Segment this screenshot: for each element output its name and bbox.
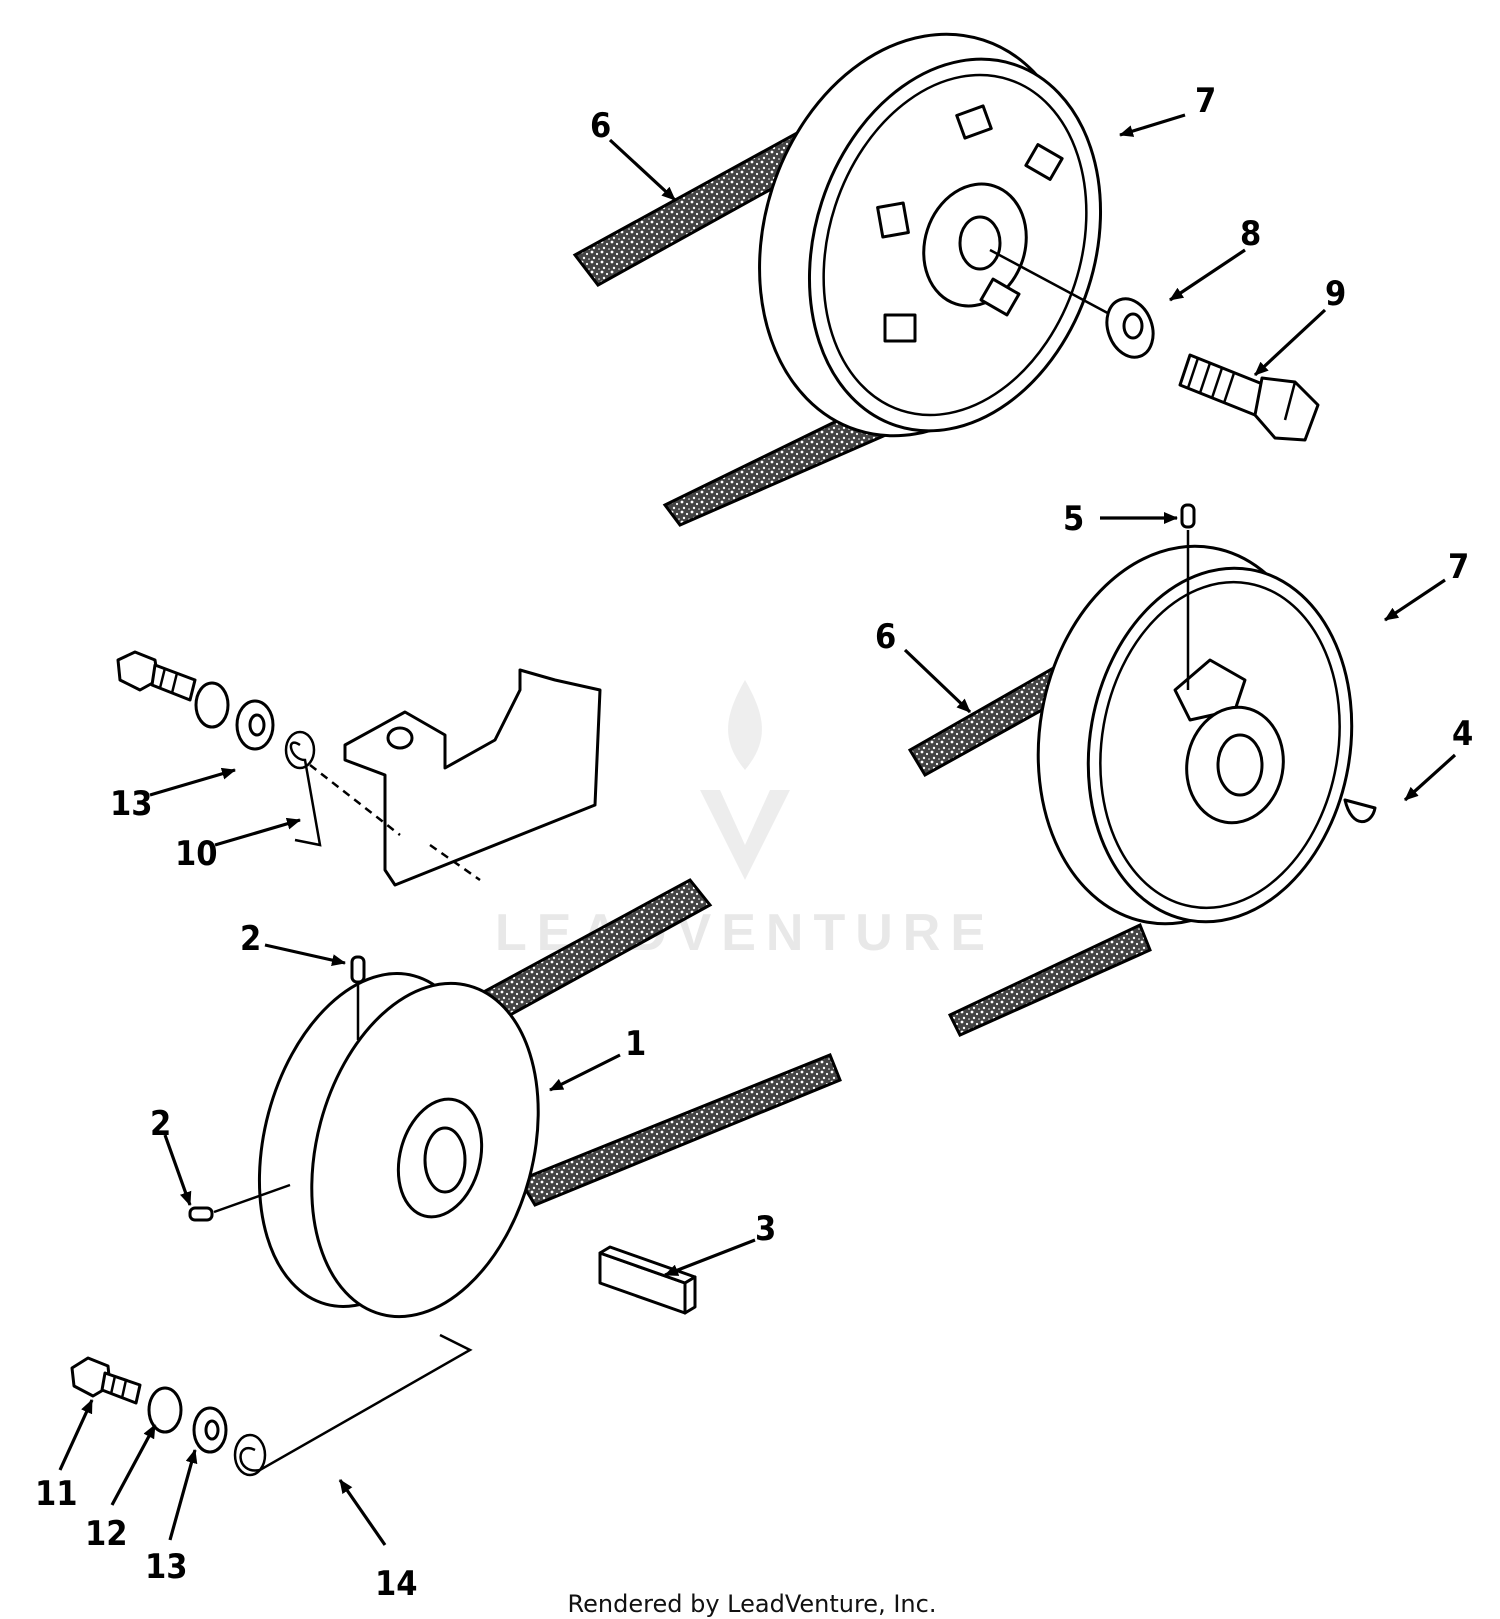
callout-arrow-10 (214, 817, 301, 847)
top-pulley-assembly (572, 32, 1320, 527)
callout-13-rod: 13 (145, 1547, 188, 1587)
callout-arrow-6-top (608, 138, 677, 202)
flame-v-logo-icon (700, 680, 790, 880)
right-pulley-boss (1173, 658, 1247, 722)
bottom-set-screw-top (350, 955, 366, 1040)
callout-1: 1 (625, 1024, 646, 1064)
callout-arrow-11 (58, 1399, 94, 1471)
callout-arrow-8 (1169, 248, 1246, 302)
rod-assembly (70, 1333, 473, 1477)
idler-bracket (343, 668, 602, 887)
callout-arrow-12 (110, 1424, 157, 1506)
bottom-set-screw-side (188, 1183, 291, 1222)
callout-13-bracket: 13 (110, 784, 153, 824)
top-pulley-vent (1024, 143, 1064, 181)
top-pulley-vent (979, 277, 1021, 317)
rod-bolt (70, 1356, 142, 1405)
callout-arrow-7-right (1384, 578, 1446, 622)
callout-5: 5 (1063, 499, 1084, 539)
top-washer (1105, 297, 1155, 359)
right-set-screw (1180, 503, 1196, 690)
callout-arrow-2-side (163, 1134, 192, 1206)
bracket-axis-line (309, 764, 401, 836)
callout-2-side: 2 (150, 1104, 171, 1144)
bottom-belt-lower (517, 1053, 842, 1207)
callout-arrow-14 (338, 1479, 387, 1546)
bracket-bolt (116, 650, 197, 702)
callout-arrow-13-bracket (149, 767, 236, 797)
callout-arrow-9 (1253, 308, 1327, 377)
callout-7-right: 7 (1448, 547, 1469, 587)
callout-6-right: 6 (875, 617, 896, 657)
woodruff-key (1343, 798, 1377, 824)
bottom-pulley-assembly (188, 878, 842, 1319)
callout-arrow-1 (549, 1053, 621, 1092)
callout-7-top: 7 (1195, 81, 1216, 121)
right-pulley-bore (1216, 733, 1264, 797)
bracket-assembly (116, 650, 602, 887)
callout-arrow-3 (664, 1238, 756, 1277)
top-pulley-vent (955, 104, 993, 140)
callout-10: 10 (175, 834, 218, 874)
bracket-lock-washer (194, 681, 230, 729)
render-credit: Rendered by LeadVenture, Inc. (568, 1590, 937, 1618)
bracket-spring-hook (289, 741, 322, 847)
callout-arrow-6-right (903, 648, 972, 714)
top-pulley-vent (876, 201, 910, 239)
callout-arrow-13-rod (168, 1449, 198, 1541)
callout-6-top: 6 (590, 106, 611, 146)
top-pulley-vent (883, 313, 917, 343)
right-pulley-assembly (907, 503, 1377, 1037)
callout-11: 11 (35, 1474, 78, 1514)
right-pulley-face-inner (1099, 580, 1341, 910)
callout-9: 9 (1325, 274, 1346, 314)
bottom-pulley-bore (423, 1126, 467, 1194)
right-belt-lower (947, 922, 1152, 1037)
top-pulley-spline (958, 215, 1002, 271)
top-pulley-face-inner (822, 73, 1088, 417)
top-axis-line (989, 248, 1131, 327)
callout-2-top: 2 (240, 919, 261, 959)
callout-14: 14 (375, 1564, 418, 1604)
idler-rod (239, 1333, 473, 1472)
callout-arrow-7-top (1119, 113, 1186, 137)
rod-lock-washer (147, 1386, 183, 1434)
callout-4: 4 (1452, 714, 1473, 754)
top-bolt (1178, 353, 1320, 442)
callout-12: 12 (85, 1514, 128, 1554)
callout-3: 3 (755, 1209, 776, 1249)
callout-arrow-2-top (264, 943, 346, 966)
callout-8: 8 (1240, 214, 1261, 254)
callout-arrow-4 (1403, 753, 1457, 802)
